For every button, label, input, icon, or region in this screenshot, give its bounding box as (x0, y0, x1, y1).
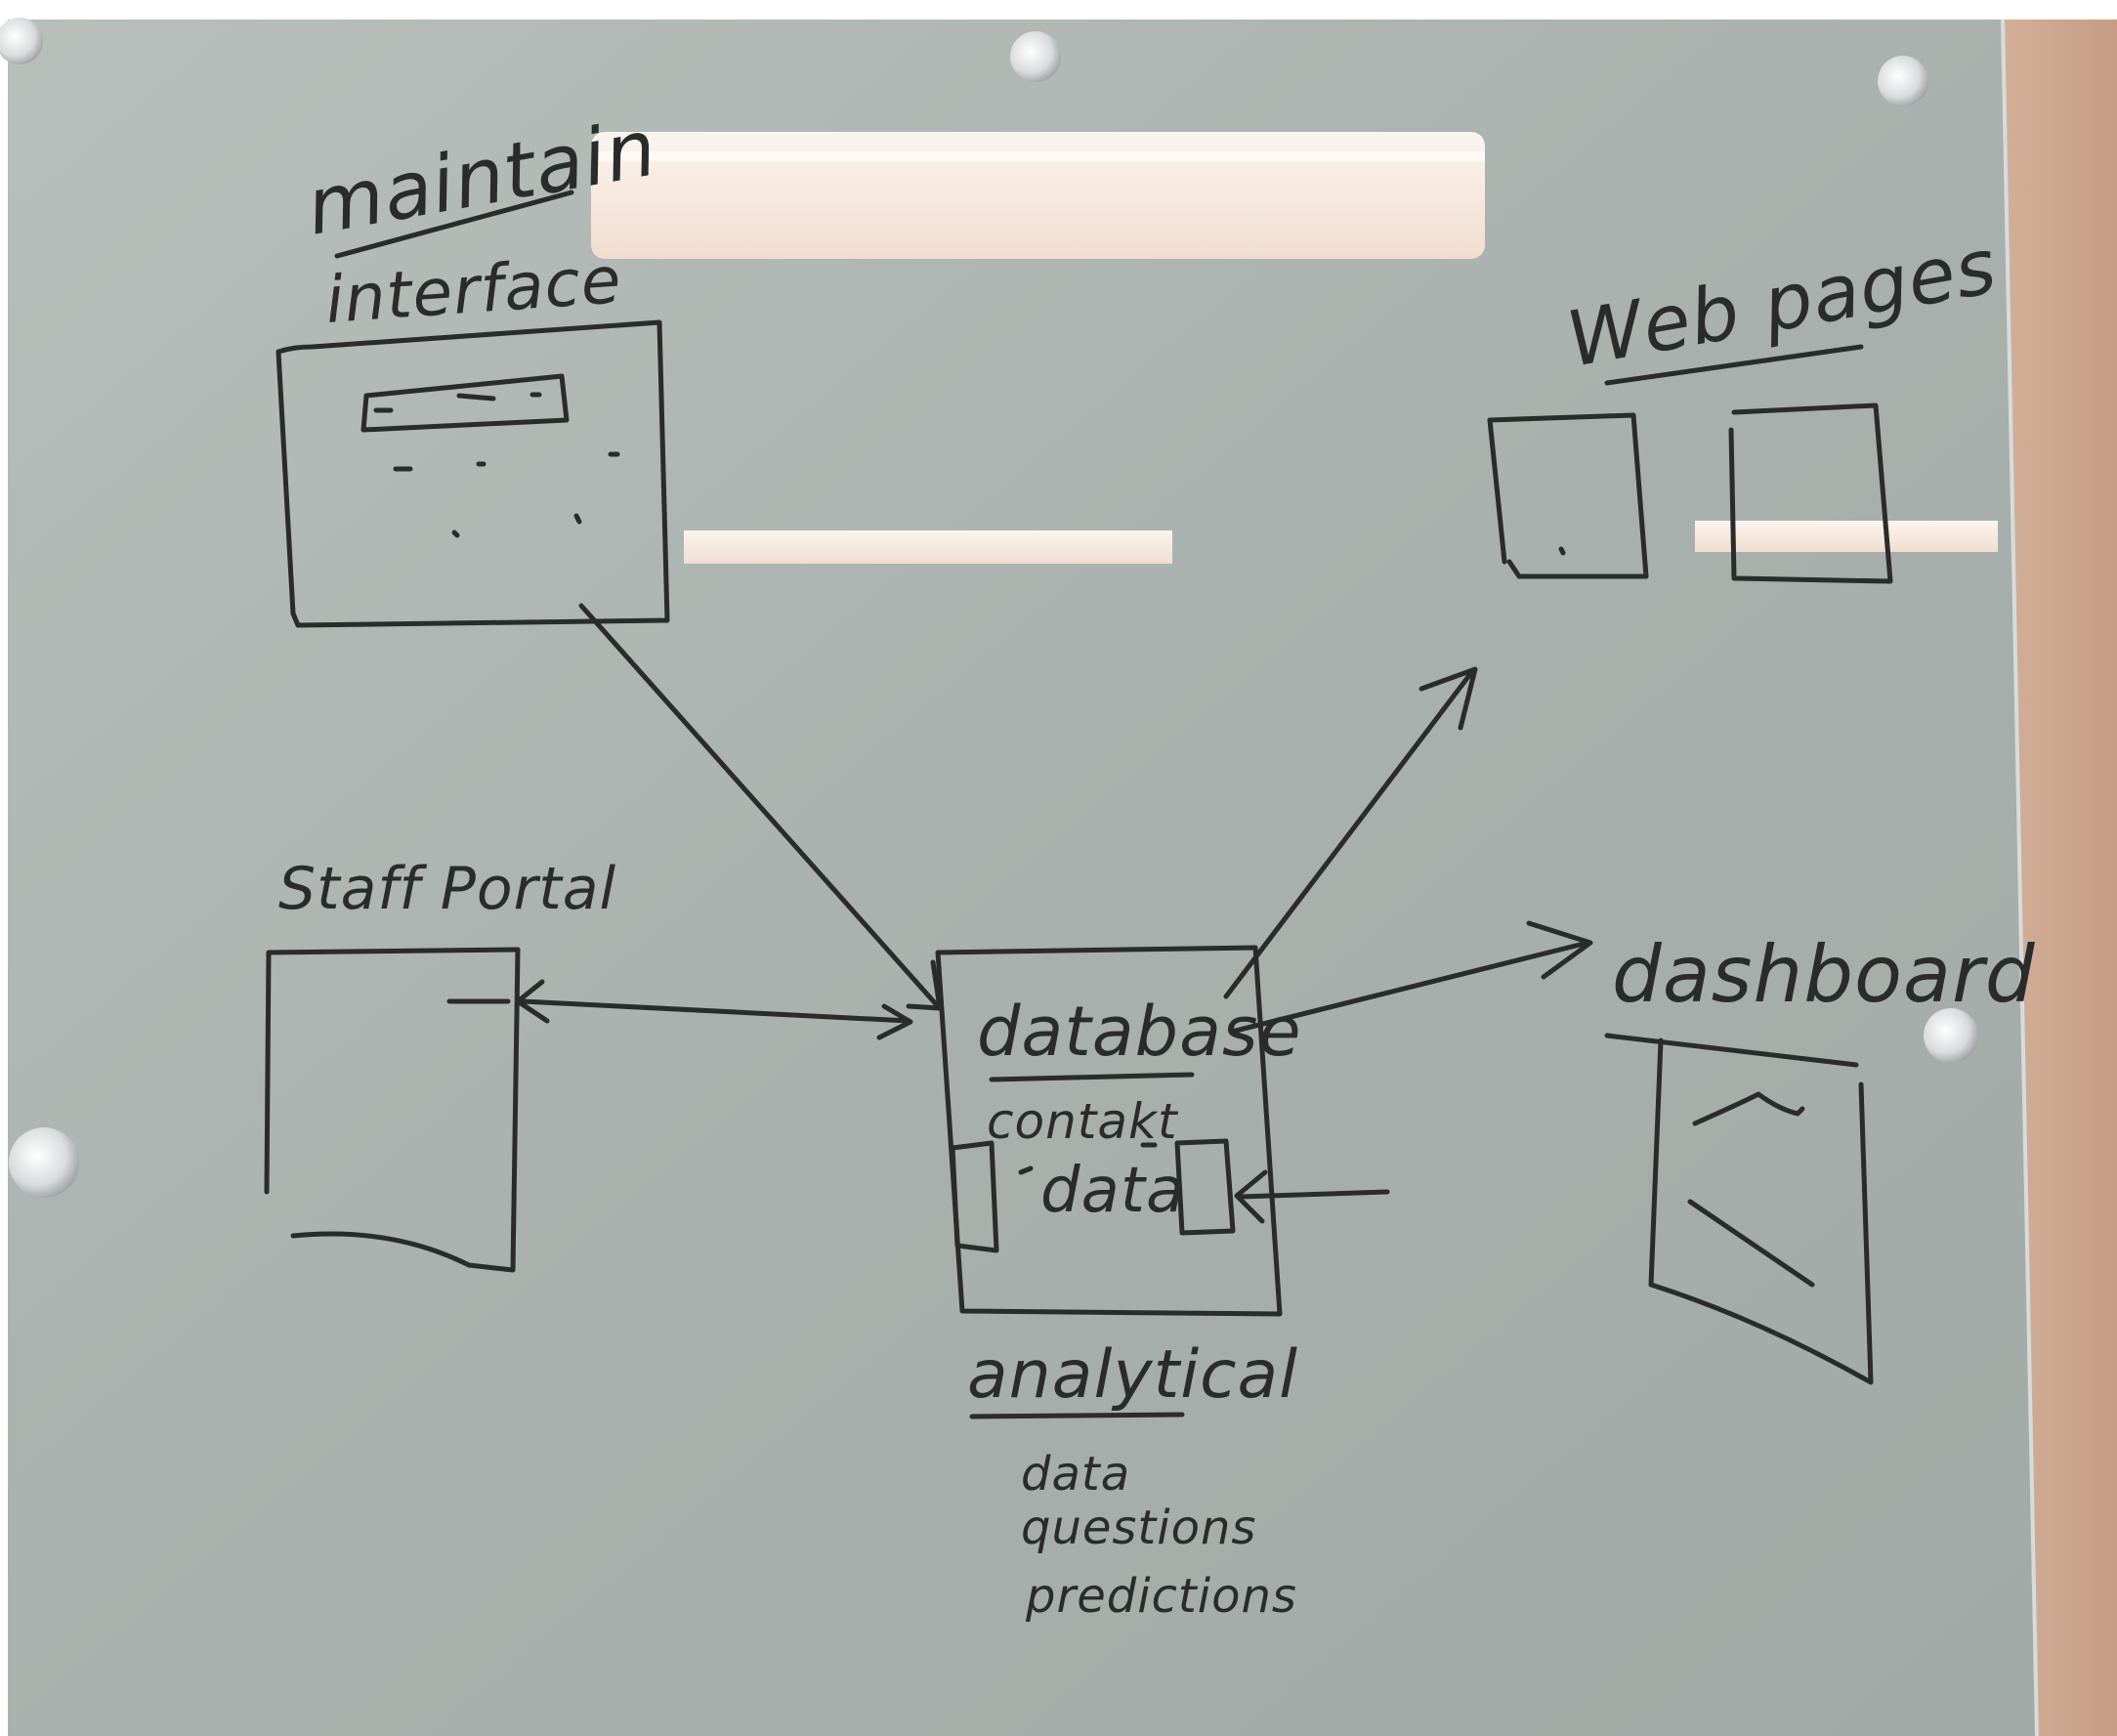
analytical-label: analytical (967, 1336, 1298, 1414)
staff-portal-label: Staff Portal (278, 855, 616, 923)
arrow-head-icon (515, 979, 550, 1024)
arrow-head-icon (1418, 666, 1478, 731)
analytical-item-predictions: predictions (1025, 1569, 1297, 1624)
interface-sketch (275, 319, 670, 628)
staff-portal-sketch (264, 947, 521, 1273)
arrow-head-icon (1526, 920, 1593, 980)
arrow-database-to-web (1223, 671, 1473, 999)
glass-panel (8, 20, 2037, 1736)
light-reflection-right (1695, 521, 1998, 552)
analytical-item-questions: questions (1021, 1501, 1256, 1555)
dashboard-sketch (1604, 1033, 1874, 1385)
database-label: database (977, 992, 1302, 1072)
web-pages-sketch (1487, 344, 1893, 584)
arrow-database-to-dashboard (1233, 940, 1590, 1034)
connector-arrows (515, 603, 1593, 1224)
arrow-head-icon (906, 959, 943, 1011)
arrow-head-icon (1234, 1169, 1268, 1224)
arrow-interface-to-database (578, 603, 941, 1009)
data-inner-label: data (1040, 1155, 1185, 1227)
analytical-item-data: data (1021, 1447, 1130, 1502)
contact-label: contakt (987, 1093, 1179, 1150)
database-sketch (935, 945, 1283, 1317)
standoff-mount-icon (0, 18, 1978, 1198)
arrow-staff-to-database (520, 998, 911, 1024)
arrow-into-data-box (1238, 1189, 1390, 1200)
arrow-head-icon (876, 1003, 913, 1040)
dashboard-label: dashboard (1612, 929, 2036, 1020)
light-reflection-top (591, 132, 1485, 259)
light-reflection-middle (684, 530, 1172, 564)
